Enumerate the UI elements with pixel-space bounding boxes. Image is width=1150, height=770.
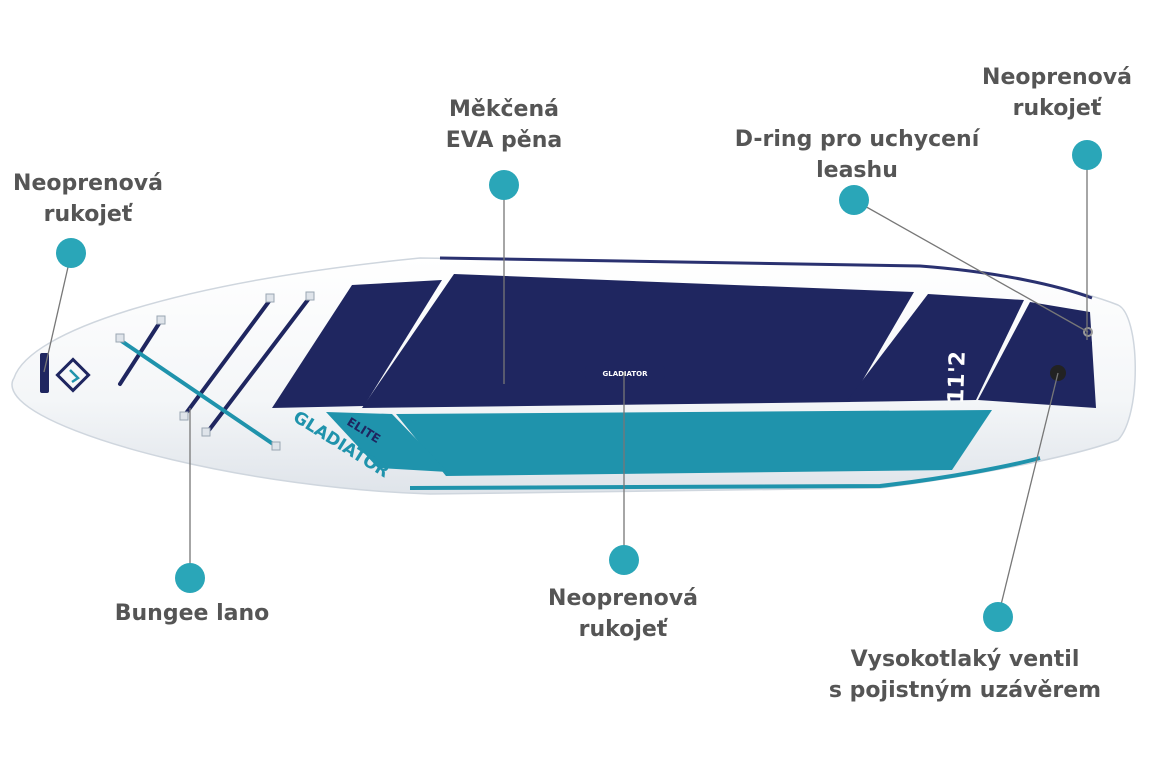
tail-kick-pad (978, 302, 1096, 408)
front-pad (272, 280, 442, 408)
callout-dot-center-handle (609, 545, 639, 575)
callout-dot-tail-handle (1072, 140, 1102, 170)
callout-label-bungee: Bungee lano (114, 601, 270, 626)
rear-pad (846, 294, 1024, 402)
board-size-text: 11'2 (944, 351, 971, 405)
center-handle-strap (585, 366, 665, 379)
teal-side-pad (396, 410, 992, 476)
bungee-clips (115, 291, 315, 451)
d-ring (1083, 327, 1093, 337)
callout-dot-d-ring (839, 185, 869, 215)
bungee-cords (118, 295, 312, 448)
callout-dot-bungee (175, 563, 205, 593)
rail-stripe-top (439, 256, 1093, 300)
callout-dot-valve (983, 602, 1013, 632)
callout-dot-nose-handle (56, 238, 86, 268)
main-pad (362, 274, 914, 408)
callout-dot-eva-foam (489, 170, 519, 200)
leader-lines (43, 155, 1089, 618)
tail-handle-strap (1080, 340, 1092, 404)
center-handle-brand: GLADIATOR (602, 370, 648, 378)
gladiator-g-logo-icon (55, 357, 91, 393)
rail-stripe-bottom (409, 456, 1041, 490)
brand-pad (326, 412, 448, 472)
nose-handle-strap (40, 353, 49, 393)
